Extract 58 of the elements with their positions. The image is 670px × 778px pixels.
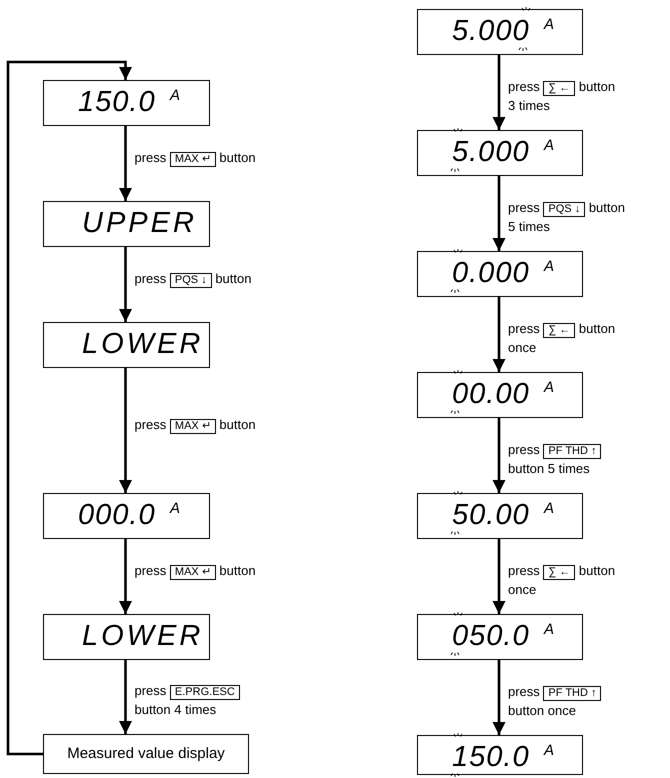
lcd-display	[417, 493, 583, 539]
lcd-display	[417, 735, 583, 775]
lcd-reading: LOWER	[82, 327, 204, 362]
edge-label: press ∑ ← button 3 times	[508, 78, 616, 114]
edge-label: press PF THD ↑ button 5 times	[508, 440, 640, 478]
arrow	[119, 368, 132, 493]
edge-label: press ∑ ← button once	[508, 320, 616, 356]
arrow	[492, 539, 506, 614]
edge-label: press E.PRG.ESC button 4 times	[134, 681, 274, 719]
edge-label: press MAX ↵ button	[134, 148, 257, 166]
unit-label: A	[544, 499, 554, 519]
lcd-reading: 050.0	[452, 618, 530, 654]
lcd-reading: 50.00	[452, 497, 530, 533]
arrow	[492, 660, 506, 735]
unit-label: A	[544, 15, 554, 35]
lcd-display	[43, 493, 210, 539]
lcd-display	[43, 322, 210, 368]
lcd-reading: LOWER	[82, 619, 204, 654]
lcd-reading: 000.0	[78, 498, 156, 533]
arrow	[492, 55, 506, 130]
unit-label: A	[544, 741, 554, 761]
lcd-display	[417, 251, 583, 297]
unit-label: A	[544, 136, 554, 156]
unit-label: A	[170, 499, 180, 519]
unit-label: A	[544, 257, 554, 277]
lcd-reading: 5.000	[452, 13, 530, 49]
lcd-reading: 5.000	[452, 134, 530, 170]
display-text: Measured value display	[67, 744, 225, 764]
lcd-display	[417, 130, 583, 176]
edge-label: press MAX ↵ button	[134, 562, 257, 580]
arrow	[6, 60, 132, 756]
lcd-reading: 150.0	[78, 85, 156, 120]
unit-label: A	[544, 620, 554, 640]
arrow	[492, 418, 506, 493]
edge-label: press MAX ↵ button	[134, 416, 257, 434]
lcd-display	[417, 614, 583, 660]
lcd-display	[417, 9, 583, 55]
arrow	[119, 660, 132, 734]
lcd-display	[43, 614, 210, 660]
arrow	[492, 176, 506, 251]
lcd-reading: UPPER	[82, 206, 197, 241]
arrow	[119, 539, 132, 614]
arrow	[492, 297, 506, 372]
arrow	[119, 247, 132, 322]
arrow	[119, 126, 132, 201]
lcd-display	[43, 80, 210, 126]
lcd-reading: 0.000	[452, 255, 530, 291]
lcd-reading: 150.0	[452, 739, 530, 775]
edge-label: press PQS ↓ button	[134, 270, 252, 288]
edge-label: press PF THD ↑ button once	[508, 682, 640, 720]
display-box	[43, 734, 249, 774]
unit-label: A	[170, 86, 180, 106]
lcd-display	[417, 372, 583, 418]
edge-label: press PQS ↓ button 5 times	[508, 198, 626, 236]
lcd-reading: 00.00	[452, 376, 530, 412]
lcd-display	[43, 201, 210, 247]
edge-label: press ∑ ← button once	[508, 562, 616, 598]
unit-label: A	[544, 378, 554, 398]
